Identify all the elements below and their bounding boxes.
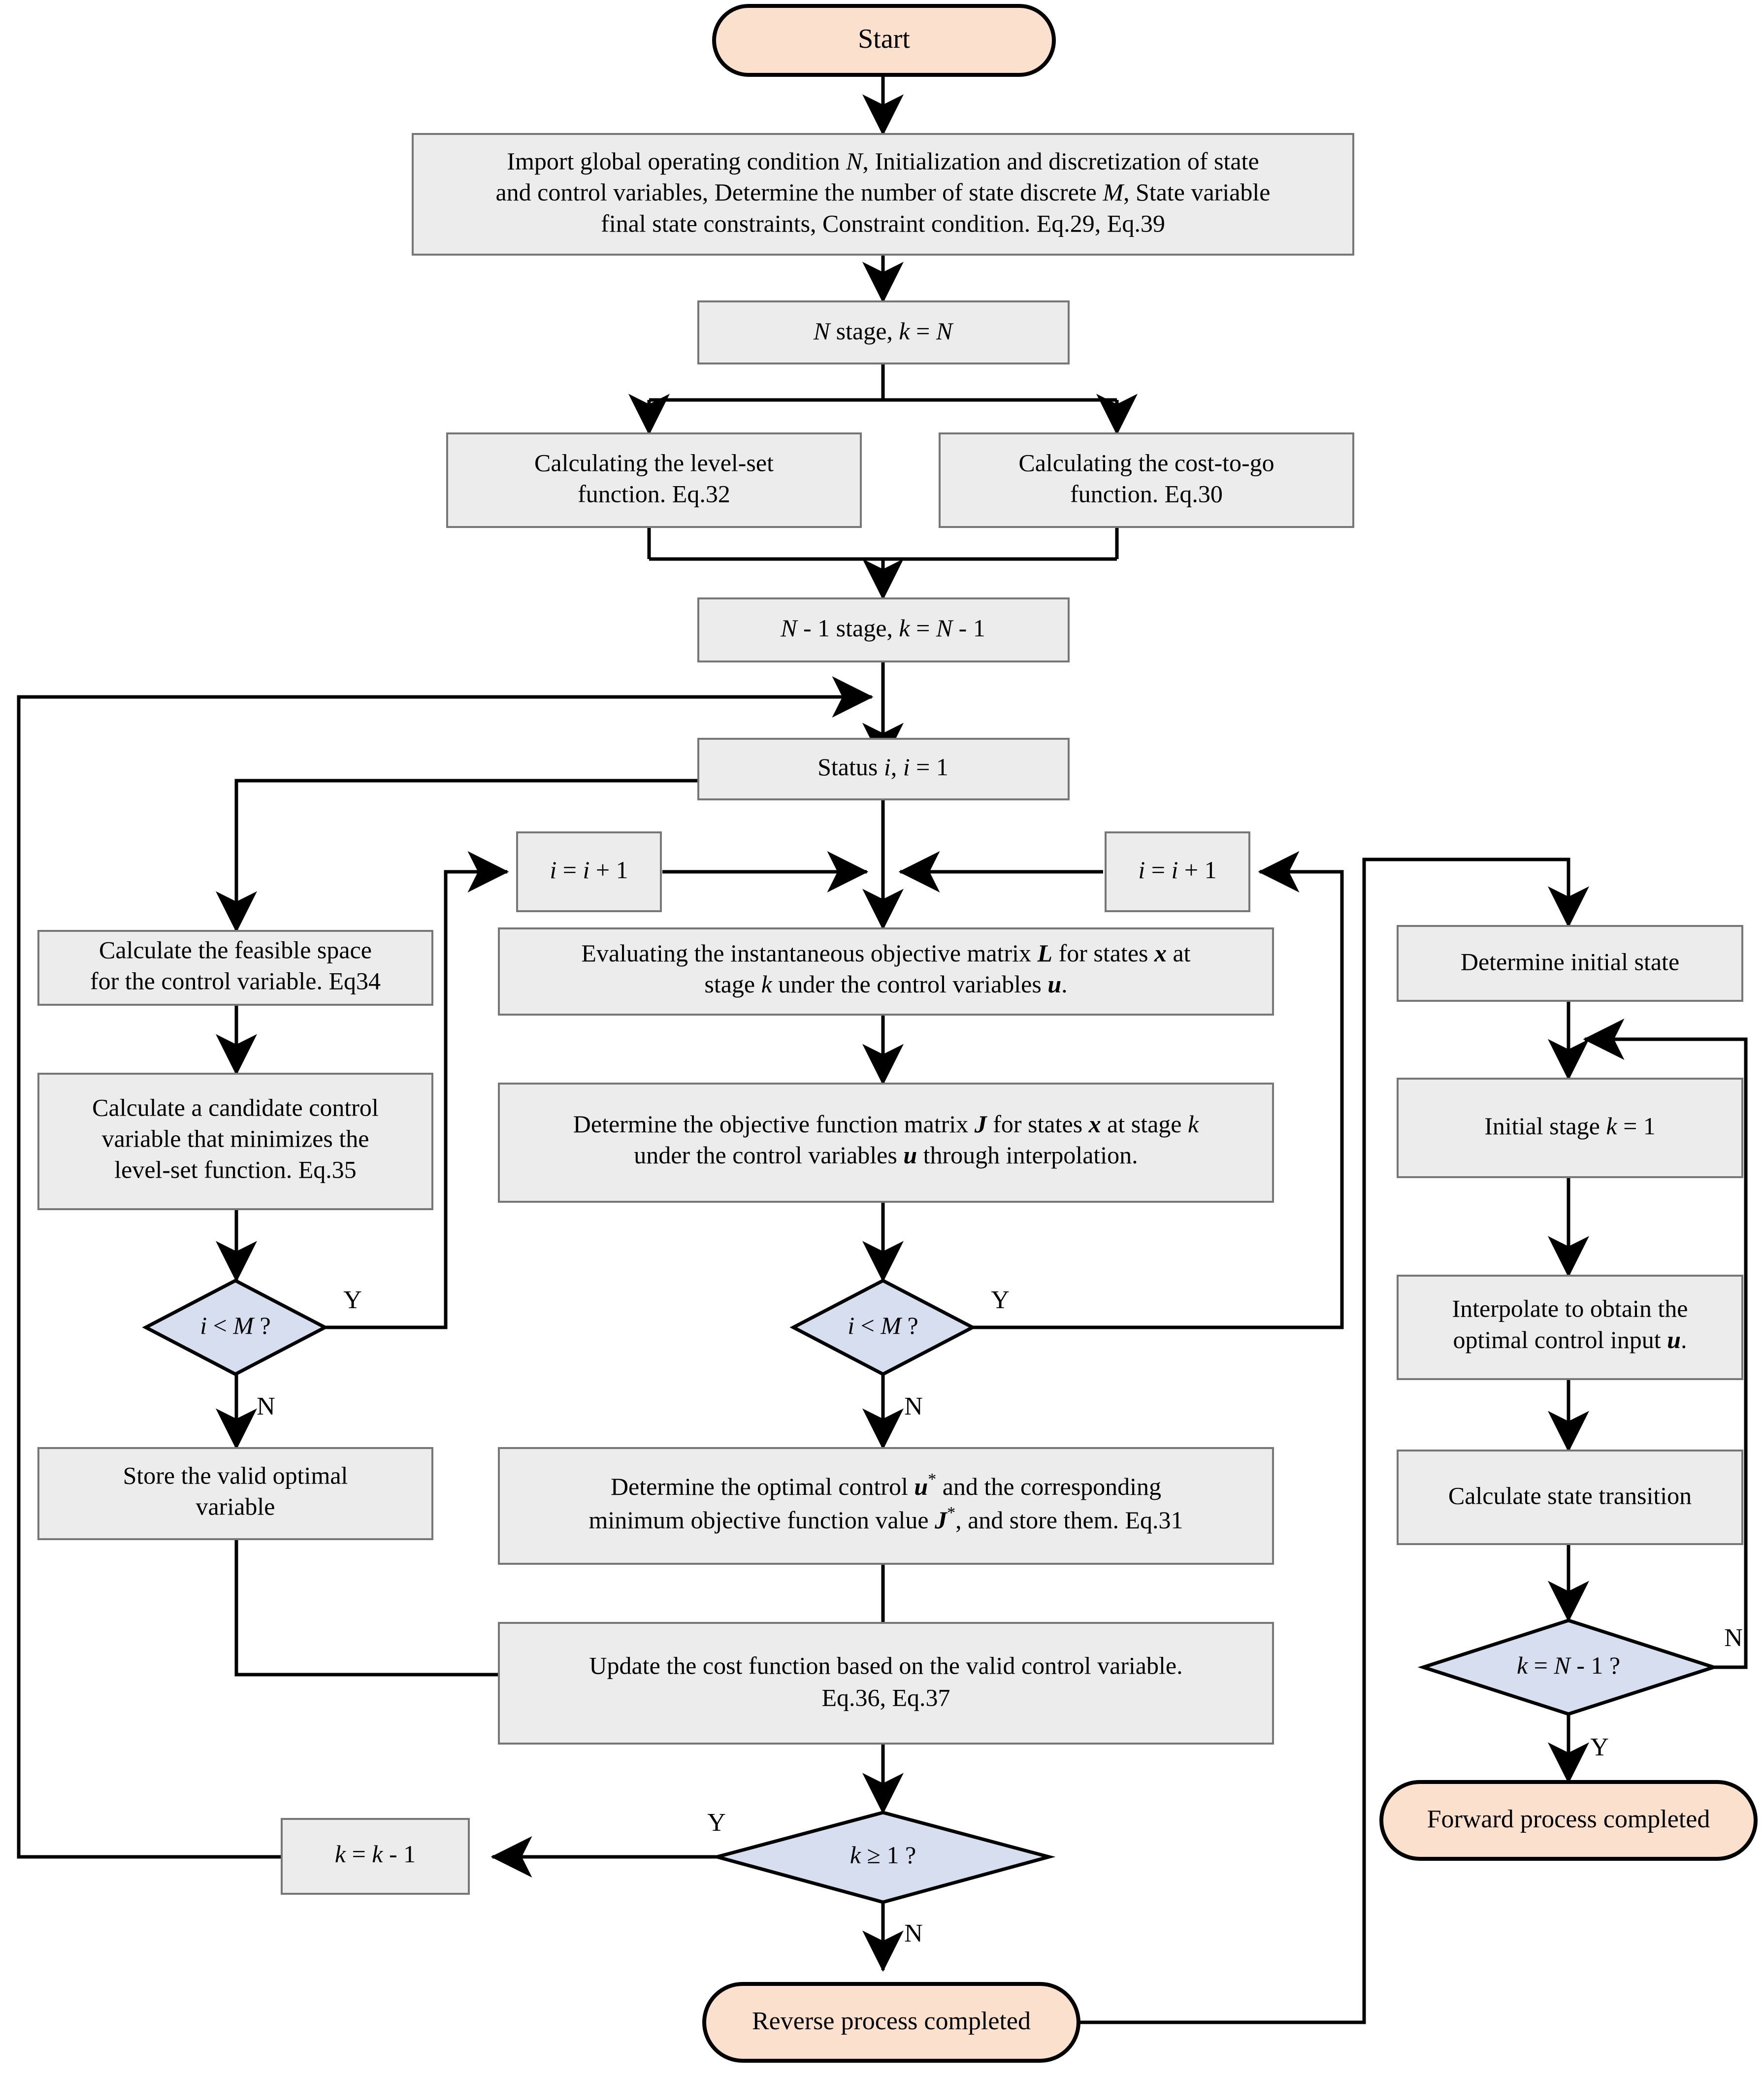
node-statetrans-label: Calculate state transition bbox=[1448, 1482, 1692, 1509]
node-import[interactable]: Import global operating condition N, Ini… bbox=[412, 133, 1354, 256]
node-import-line2: and control variables, Determine the num… bbox=[495, 178, 1270, 206]
node-interpolate-line2: optimal control input u. bbox=[1453, 1326, 1687, 1353]
node-status[interactable]: Status i, i = 1 bbox=[697, 738, 1070, 800]
node-decision-kNm1[interactable]: k = N - 1 ? bbox=[1417, 1618, 1720, 1716]
node-evaluateL-line1: Evaluating the instantaneous objective m… bbox=[581, 939, 1190, 967]
edge-label-kge1-no: N bbox=[904, 1919, 923, 1947]
node-start[interactable]: Start bbox=[712, 4, 1056, 77]
node-store-line2: variable bbox=[196, 1492, 275, 1520]
node-store[interactable]: Store the valid optimal variable bbox=[37, 1447, 433, 1540]
node-iplus1-right-label: i = i + 1 bbox=[1138, 856, 1216, 884]
node-updatecost-line1: Update the cost function based on the va… bbox=[589, 1651, 1182, 1679]
node-iplus1-left[interactable]: i = i + 1 bbox=[516, 831, 662, 912]
edge-label-left-iM-yes: Y bbox=[343, 1286, 362, 1314]
node-decision-kge1-label: k ≥ 1 ? bbox=[850, 1841, 916, 1869]
node-decision-iM-mid[interactable]: i < M ? bbox=[789, 1279, 977, 1376]
node-optimal-line2: minimum objective function value J*, and… bbox=[588, 1504, 1183, 1534]
node-kminus1-label: k = k - 1 bbox=[335, 1840, 416, 1868]
node-feasible[interactable]: Calculate the feasible space for the con… bbox=[37, 930, 433, 1006]
node-decision-kNm1-label: k = N - 1 ? bbox=[1517, 1651, 1620, 1679]
node-determineJ[interactable]: Determine the objective function matrix … bbox=[498, 1083, 1274, 1203]
edge-label-mid-iM-no: N bbox=[904, 1392, 923, 1420]
node-reverse-done[interactable]: Reverse process completed bbox=[702, 1982, 1080, 2063]
node-decision-iM-mid-label: i < M ? bbox=[848, 1312, 918, 1339]
node-reverse-done-label: Reverse process completed bbox=[752, 2007, 1031, 2035]
node-determineJ-line2: under the control variables u through in… bbox=[634, 1141, 1138, 1169]
node-candidate-line3: level-set function. Eq.35 bbox=[114, 1155, 357, 1183]
node-forward-done[interactable]: Forward process completed bbox=[1379, 1780, 1758, 1861]
node-nm1stage[interactable]: N - 1 stage, k = N - 1 bbox=[697, 597, 1070, 662]
node-iplus1-right[interactable]: i = i + 1 bbox=[1105, 831, 1250, 912]
edge-reverse-initstate bbox=[1078, 858, 1589, 2024]
node-nstage-label: N stage, k = N bbox=[813, 317, 954, 345]
node-costtogo-line2: function. Eq.30 bbox=[1070, 480, 1223, 507]
node-updatecost-line2: Eq.36, Eq.37 bbox=[821, 1683, 950, 1711]
node-evaluateL[interactable]: Evaluating the instantaneous objective m… bbox=[498, 927, 1274, 1016]
node-statetrans[interactable]: Calculate state transition bbox=[1397, 1450, 1743, 1545]
node-iplus1-left-label: i = i + 1 bbox=[550, 856, 628, 884]
node-nstage[interactable]: N stage, k = N bbox=[697, 300, 1070, 364]
node-start-label: Start bbox=[858, 24, 910, 54]
node-levelset-line1: Calculating the level-set bbox=[534, 449, 774, 476]
node-candidate-line2: variable that minimizes the bbox=[102, 1124, 369, 1152]
node-nm1stage-label: N - 1 stage, k = N - 1 bbox=[780, 614, 985, 642]
node-candidate-line1: Calculate a candidate control bbox=[92, 1093, 379, 1121]
node-kminus1[interactable]: k = k - 1 bbox=[281, 1818, 470, 1895]
node-import-line1: Import global operating condition N, Ini… bbox=[507, 147, 1259, 175]
edge-label-mid-iM-yes: Y bbox=[991, 1286, 1010, 1314]
node-evaluateL-line2: stage k under the control variables u. bbox=[704, 970, 1067, 998]
node-initstage-label: Initial stage k = 1 bbox=[1484, 1112, 1656, 1140]
edge-status-feasible bbox=[216, 779, 699, 933]
node-interpolate-line1: Interpolate to obtain the bbox=[1452, 1294, 1688, 1322]
node-status-label: Status i, i = 1 bbox=[817, 753, 948, 781]
node-updatecost[interactable]: Update the cost function based on the va… bbox=[498, 1622, 1274, 1745]
node-levelset-line2: function. Eq.32 bbox=[578, 480, 730, 507]
node-decision-iM-left[interactable]: i < M ? bbox=[142, 1279, 329, 1376]
connector-layer bbox=[17, 74, 1748, 2024]
edge-decMid-yes bbox=[969, 851, 1344, 1329]
edge-label-left-iM-no: N bbox=[257, 1392, 275, 1420]
edge-label-kge1-yes: Y bbox=[707, 1809, 726, 1837]
node-import-line3: final state constraints, Constraint cond… bbox=[601, 209, 1165, 237]
edge-label-kNm1-no: N bbox=[1724, 1624, 1743, 1652]
edge-kminus1-loop bbox=[17, 676, 874, 1859]
node-optimal[interactable]: Determine the optimal control u* and the… bbox=[498, 1447, 1274, 1565]
edge-label-kNm1-yes: Y bbox=[1590, 1733, 1609, 1761]
node-levelset[interactable]: Calculating the level-set function. Eq.3… bbox=[446, 432, 862, 528]
node-optimal-line1: Determine the optimal control u* and the… bbox=[611, 1470, 1161, 1501]
node-decision-kge1[interactable]: k ≥ 1 ? bbox=[710, 1811, 1056, 1904]
node-costtogo-line1: Calculating the cost-to-go bbox=[1018, 449, 1274, 476]
node-candidate[interactable]: Calculate a candidate control variable t… bbox=[37, 1073, 433, 1210]
node-forward-done-label: Forward process completed bbox=[1427, 1805, 1710, 1833]
node-feasible-line1: Calculate the feasible space bbox=[99, 936, 372, 963]
node-store-line1: Store the valid optimal bbox=[123, 1461, 348, 1489]
node-determineJ-line1: Determine the objective function matrix … bbox=[573, 1110, 1199, 1138]
node-initstage[interactable]: Initial stage k = 1 bbox=[1397, 1078, 1743, 1178]
node-interpolate[interactable]: Interpolate to obtain the optimal contro… bbox=[1397, 1275, 1743, 1380]
node-initstate[interactable]: Determine initial state bbox=[1397, 925, 1743, 1002]
node-feasible-line2: for the control variable. Eq34 bbox=[90, 967, 381, 994]
node-costtogo[interactable]: Calculating the cost-to-go function. Eq.… bbox=[939, 432, 1354, 528]
edge-decLeft-yes bbox=[325, 851, 509, 1329]
node-initstate-label: Determine initial state bbox=[1461, 948, 1679, 975]
node-decision-iM-left-label: i < M ? bbox=[200, 1312, 270, 1339]
edge-store-updatecost bbox=[234, 1539, 554, 1695]
